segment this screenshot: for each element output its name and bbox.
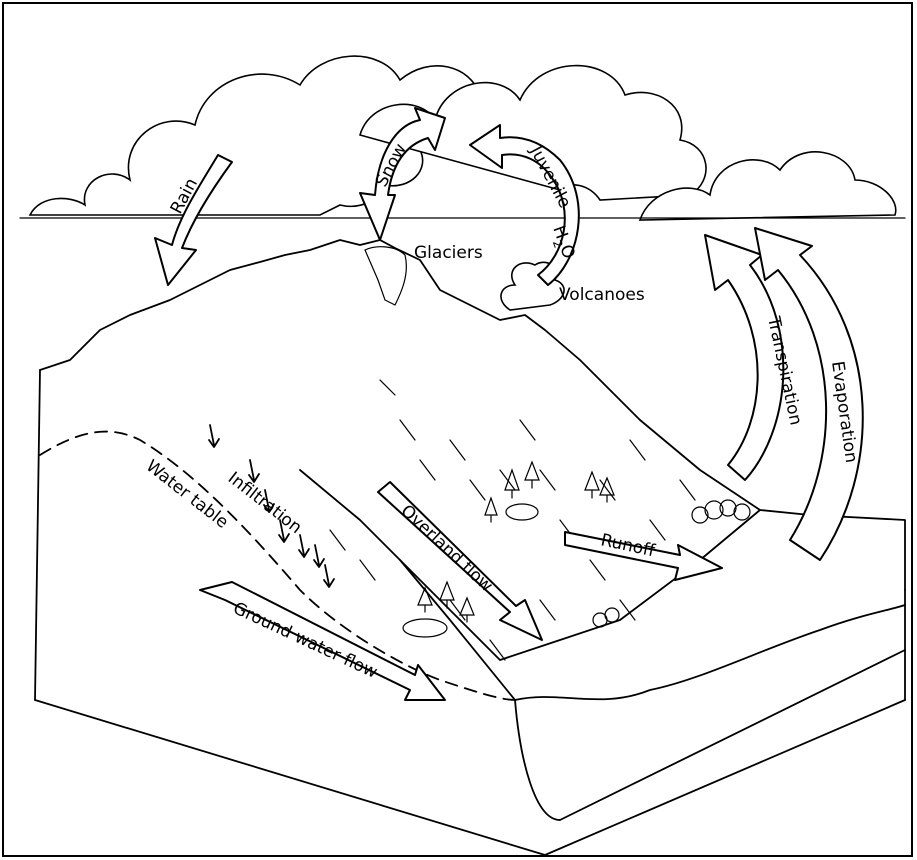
label-water-table: Water table bbox=[142, 456, 232, 533]
h2o-subscript: 2 bbox=[550, 238, 566, 250]
shrubs bbox=[592, 499, 751, 628]
h2o-o: O bbox=[555, 242, 578, 261]
sea-surface bbox=[514, 604, 906, 701]
trees bbox=[417, 460, 615, 623]
block-bottom-front bbox=[34, 699, 546, 856]
glacier-shape bbox=[364, 246, 407, 306]
strata-line bbox=[559, 649, 906, 821]
snow-arrow bbox=[359, 107, 446, 241]
label-infiltration: Infiltration bbox=[224, 468, 306, 538]
pond-upper bbox=[505, 503, 539, 521]
infiltration-arrows bbox=[208, 424, 335, 588]
juvenile-h2o-arrow bbox=[469, 124, 580, 286]
clouds bbox=[19, 55, 906, 221]
sea-edge bbox=[514, 699, 561, 821]
label-ground-water-flow: Ground water flow bbox=[230, 598, 381, 682]
overland-flow-arrow bbox=[377, 481, 543, 641]
cloud-right bbox=[638, 151, 897, 221]
coastline bbox=[399, 559, 516, 701]
label-volcanoes: Volcanoes bbox=[559, 285, 645, 305]
water-table-line bbox=[39, 430, 516, 701]
runoff-arrow bbox=[564, 531, 723, 581]
block-bottom-right bbox=[544, 699, 906, 856]
ground-water-flow-arrow bbox=[199, 581, 446, 701]
block-left-edge bbox=[34, 369, 41, 701]
transpiration-arrow bbox=[704, 234, 785, 481]
pond-lower bbox=[402, 618, 448, 638]
label-glaciers: Glaciers bbox=[414, 243, 483, 263]
cloud-left bbox=[28, 55, 481, 216]
evaporation-arrow bbox=[754, 227, 864, 561]
rain-arrow bbox=[154, 154, 233, 286]
